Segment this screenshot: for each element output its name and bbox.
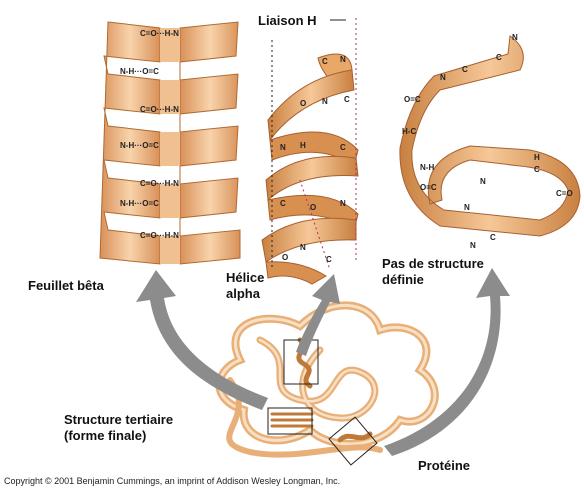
svg-text:C: C (280, 199, 286, 208)
sheet-row-4: N-H···O=C (120, 141, 159, 150)
svg-text:O: O (282, 253, 288, 262)
sheet-row-2: N-H···O=C (120, 67, 159, 76)
sheet-row-6: N-H···O=C (120, 199, 159, 208)
svg-text:O=C: O=C (404, 95, 421, 104)
arrow-to-coil (384, 268, 510, 456)
svg-text:C: C (344, 95, 350, 104)
svg-text:N: N (300, 243, 306, 252)
svg-text:N: N (440, 73, 446, 82)
alpha-helix: C N O N C N H C C O N O N C (262, 18, 358, 284)
svg-text:N: N (340, 199, 346, 208)
svg-text:O: O (300, 99, 306, 108)
svg-text:N: N (464, 203, 470, 212)
svg-text:C: C (322, 57, 328, 66)
tertiary-structure-label-line1: Structure tertiaire (64, 412, 173, 427)
svg-text:C: C (490, 233, 496, 242)
beta-sheet: C=O···H-N N-H···O=C C=O···H-N N-H···O=C … (100, 22, 240, 264)
beta-sheet-strand-right (180, 22, 240, 264)
sheet-row-3: C=O···H-N (140, 105, 179, 114)
svg-text:C: C (534, 165, 540, 174)
no-structure-label-line1: Pas de structure (382, 256, 484, 271)
svg-text:N: N (480, 177, 486, 186)
tertiary-structure-label-line2: (forme finale) (64, 428, 146, 443)
sheet-row-1: C=O···H-N (140, 29, 179, 38)
beta-sheet-label: Feuillet bêta (28, 278, 104, 293)
svg-text:O: O (310, 203, 316, 212)
svg-text:C: C (462, 65, 468, 74)
svg-text:H: H (300, 141, 306, 150)
svg-text:N: N (280, 143, 286, 152)
svg-text:C: C (496, 53, 502, 62)
svg-text:N: N (340, 55, 346, 64)
protein-label: Protéine (418, 458, 470, 473)
no-structure-label-line2: définie (382, 272, 424, 287)
copyright-text: Copyright © 2001 Benjamin Cummings, an i… (4, 476, 340, 486)
svg-text:N: N (322, 97, 328, 106)
alpha-helix-label-line1: Hélice (226, 270, 264, 285)
svg-text:H: H (534, 153, 540, 162)
svg-text:C=O: C=O (556, 189, 573, 198)
sheet-row-7: C=O···H-N (140, 231, 179, 240)
svg-text:O=C: O=C (420, 183, 437, 192)
svg-text:N: N (512, 33, 518, 42)
sheet-row-5: C=O···H-N (140, 179, 179, 188)
arrows (136, 268, 510, 456)
svg-text:N: N (470, 241, 476, 250)
random-coil: NCC NO=CH-C N-HO=CN HCC=O NCN (400, 33, 580, 250)
alpha-helix-label-line2: alpha (226, 286, 260, 301)
svg-text:C: C (326, 255, 332, 264)
hbond-label: Liaison H (258, 13, 317, 28)
svg-text:N-H: N-H (420, 163, 434, 172)
svg-text:C: C (340, 143, 346, 152)
beta-sheet-middle (160, 28, 180, 264)
svg-text:H-C: H-C (402, 127, 416, 136)
